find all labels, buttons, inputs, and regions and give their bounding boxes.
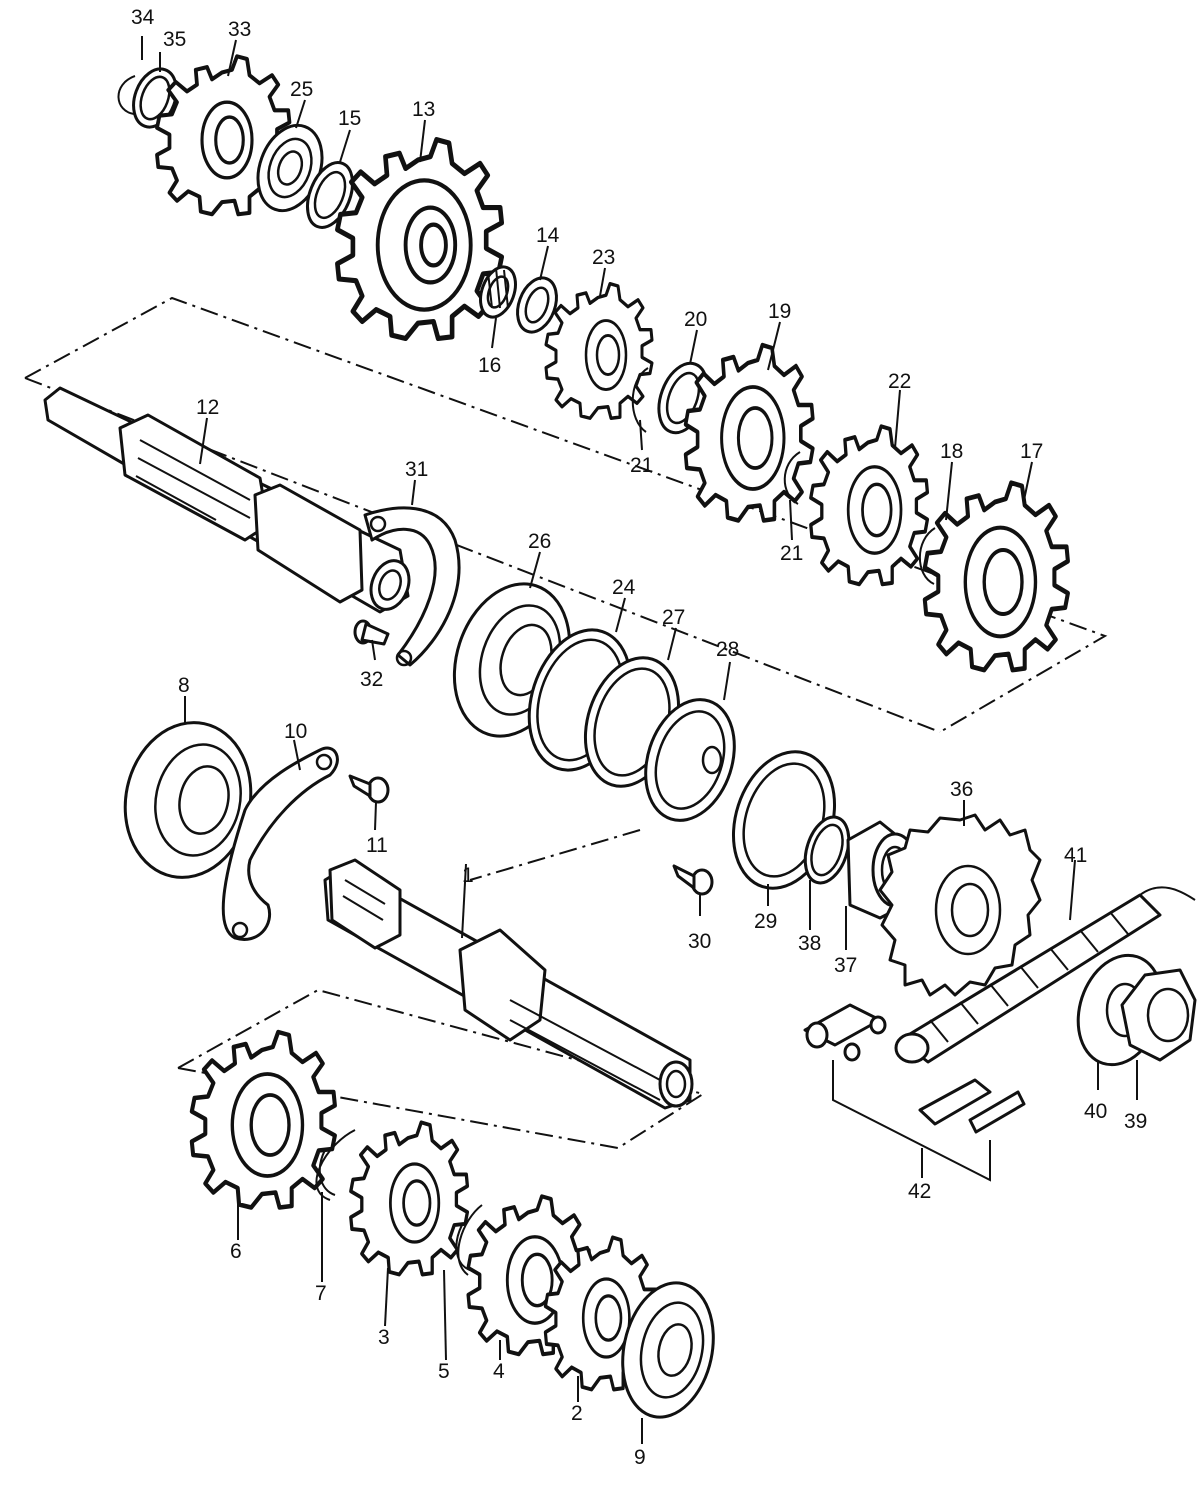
callout-14: 14 xyxy=(536,224,560,247)
washer-35 xyxy=(132,67,178,129)
callout-34: 34 xyxy=(131,6,155,29)
callout-26: 26 xyxy=(528,530,551,553)
gear-17 xyxy=(925,483,1068,670)
callout-11: 11 xyxy=(366,834,388,857)
master-link-42 xyxy=(803,1003,1026,1134)
callout-41: 41 xyxy=(1064,844,1087,867)
callout-21-upper: 21 xyxy=(630,454,653,477)
gear-19 xyxy=(686,345,813,521)
callout-17: 17 xyxy=(1020,440,1043,463)
callout-15: 15 xyxy=(338,107,361,130)
countershaft-group-outline xyxy=(24,296,1108,733)
circlip-21-lower xyxy=(783,451,801,505)
callout-2: 2 xyxy=(571,1402,583,1425)
callout-12: 12 xyxy=(196,396,219,419)
callout-numbers: 34 35 33 25 15 13 14 16 23 20 19 21 22 2… xyxy=(131,6,1147,1469)
callout-20: 20 xyxy=(684,308,707,331)
callout-35: 35 xyxy=(163,28,186,51)
gear-23 xyxy=(544,281,654,420)
callout-25: 25 xyxy=(290,78,313,101)
retainer-plate-31 xyxy=(363,506,461,667)
bearing-9 xyxy=(621,1281,715,1419)
callout-22: 22 xyxy=(888,370,911,393)
callout-28: 28 xyxy=(716,638,739,661)
gear-3 xyxy=(348,1120,470,1277)
callout-7: 7 xyxy=(315,1282,327,1305)
gear-13 xyxy=(337,140,501,339)
seal-28 xyxy=(644,698,736,822)
callout-1: 1 xyxy=(462,864,474,887)
callout-38: 38 xyxy=(798,932,821,955)
gear-22 xyxy=(811,426,928,584)
callout-24: 24 xyxy=(612,576,636,599)
callout-21-lower: 21 xyxy=(780,542,803,565)
callout-18: 18 xyxy=(940,440,963,463)
leader-lines xyxy=(141,36,1138,1444)
callout-13: 13 xyxy=(412,98,435,121)
screw-30 xyxy=(672,864,714,896)
callout-9: 9 xyxy=(634,1446,646,1469)
drive-chain-41 xyxy=(894,886,1196,1064)
washer-15 xyxy=(306,161,354,229)
driveshaft-1 xyxy=(323,858,694,1110)
screw-11 xyxy=(348,774,390,804)
screw-32 xyxy=(353,619,390,646)
callout-3: 3 xyxy=(378,1326,390,1349)
needle-bearing-16 xyxy=(479,265,517,319)
callout-19: 19 xyxy=(768,300,791,323)
nut-39 xyxy=(1120,968,1197,1062)
callout-23: 23 xyxy=(592,246,615,269)
countershaft-12 xyxy=(43,386,411,614)
callout-31: 31 xyxy=(405,458,428,481)
o-ring-38 xyxy=(803,815,851,885)
gear-33 xyxy=(157,56,290,214)
callout-33: 33 xyxy=(228,18,251,41)
callout-8: 8 xyxy=(178,674,190,697)
shaft-axis-line xyxy=(469,829,641,881)
gear-2 xyxy=(543,1235,659,1392)
callout-5: 5 xyxy=(438,1360,450,1383)
gear-6 xyxy=(192,1032,335,1208)
callout-16: 16 xyxy=(478,354,501,377)
callout-42: 42 xyxy=(908,1180,931,1203)
callout-39: 39 xyxy=(1124,1110,1147,1133)
circlip-18 xyxy=(919,527,936,585)
callout-36: 36 xyxy=(950,778,973,801)
callout-30: 30 xyxy=(688,930,711,953)
sprocket-36 xyxy=(878,813,1042,997)
circlip-34 xyxy=(117,75,136,115)
retainer-plate-10 xyxy=(221,746,339,941)
callout-40: 40 xyxy=(1084,1100,1107,1123)
callout-37: 37 xyxy=(834,954,857,977)
washer-14 xyxy=(516,276,558,334)
callout-27: 27 xyxy=(662,606,685,629)
callout-10: 10 xyxy=(284,720,307,743)
callout-6: 6 xyxy=(230,1240,242,1263)
callout-29: 29 xyxy=(754,910,777,933)
callout-4: 4 xyxy=(493,1360,505,1383)
callout-32: 32 xyxy=(360,668,383,691)
